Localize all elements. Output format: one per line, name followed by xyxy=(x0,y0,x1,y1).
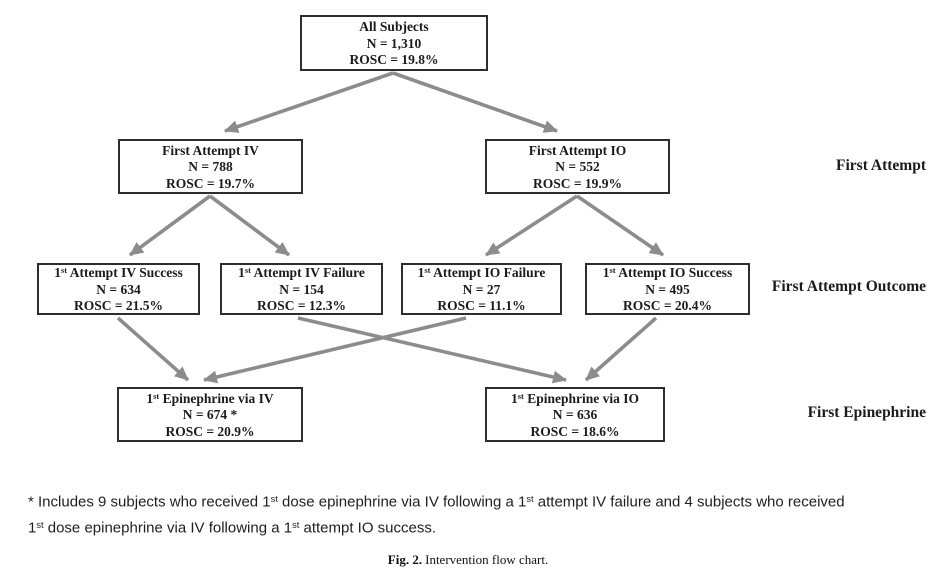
node-n: N = 154 xyxy=(279,281,324,297)
node-epi-iv: 1st Epinephrine via IV N = 674 * ROSC = … xyxy=(117,387,303,442)
node-io-failure: 1st Attempt IO Failure N = 27 ROSC = 11.… xyxy=(401,263,562,315)
node-title: 1st Attempt IV Failure xyxy=(238,265,365,281)
node-first-attempt-io: First Attempt IO N = 552 ROSC = 19.9% xyxy=(485,139,670,194)
node-n: N = 552 xyxy=(555,159,600,175)
arrow-iofailure-to-epiiv xyxy=(203,316,467,384)
node-rosc: ROSC = 12.3% xyxy=(256,298,347,314)
node-rosc: ROSC = 20.4% xyxy=(622,298,713,314)
figure-caption: Fig. 2.Intervention flow chart. xyxy=(0,552,936,568)
caption-text: Intervention flow chart. xyxy=(425,552,549,567)
node-title: All Subjects xyxy=(359,19,429,35)
arrow-io-to-success xyxy=(575,194,665,257)
node-n: N = 788 xyxy=(188,159,233,175)
node-rosc: ROSC = 21.5% xyxy=(73,298,164,314)
node-iv-success: 1st Attempt IV Success N = 634 ROSC = 21… xyxy=(37,263,200,315)
node-rosc: ROSC = 19.7% xyxy=(165,175,256,191)
arrow-all-to-io xyxy=(392,71,558,133)
node-title: 1st Epinephrine via IV xyxy=(146,390,274,406)
node-title: 1st Attempt IV Success xyxy=(54,265,183,281)
arrow-ivsuccess-to-epiiv xyxy=(116,316,190,382)
node-rosc: ROSC = 19.8% xyxy=(349,52,439,68)
arrow-ivfailure-to-epiio xyxy=(297,316,567,384)
row-label-first-attempt: First Attempt xyxy=(836,157,926,174)
node-n: N = 634 xyxy=(96,281,141,297)
node-title: First Attempt IO xyxy=(528,142,627,158)
node-title: 1st Attempt IO Success xyxy=(602,265,733,281)
node-rosc: ROSC = 11.1% xyxy=(437,298,526,314)
node-n: N = 495 xyxy=(645,281,690,297)
arrow-iosuccess-to-epiio xyxy=(584,316,658,382)
row-label-first-epinephrine: First Epinephrine xyxy=(807,404,926,421)
node-n: N = 636 xyxy=(552,407,598,423)
node-rosc: ROSC = 20.9% xyxy=(165,423,255,439)
node-rosc: ROSC = 18.6% xyxy=(530,423,620,439)
arrow-all-to-iv xyxy=(224,71,394,133)
footnote-line-2: 1st dose epinephrine via IV following a … xyxy=(28,519,437,537)
node-epi-io: 1st Epinephrine via IO N = 636 ROSC = 18… xyxy=(485,387,665,442)
node-iv-failure: 1st Attempt IV Failure N = 154 ROSC = 12… xyxy=(220,263,383,315)
arrow-io-to-failure xyxy=(485,194,578,257)
arrow-iv-to-success xyxy=(128,194,212,257)
footnote: * Includes 9 subjects who received 1st d… xyxy=(28,488,916,539)
node-n: N = 1,310 xyxy=(366,35,422,51)
node-rosc: ROSC = 19.9% xyxy=(532,175,623,191)
node-n: N = 674 * xyxy=(182,407,238,423)
row-label-first-attempt-outcome: First Attempt Outcome xyxy=(771,278,926,295)
node-title: First Attempt IV xyxy=(162,142,259,158)
arrow-iv-to-failure xyxy=(208,194,291,257)
caption-label: Fig. 2. xyxy=(387,552,423,567)
node-title: 1st Attempt IO Failure xyxy=(417,265,546,281)
node-io-success: 1st Attempt IO Success N = 495 ROSC = 20… xyxy=(585,263,750,315)
footnote-line-1: * Includes 9 subjects who received 1st d… xyxy=(28,493,845,511)
node-n: N = 27 xyxy=(462,281,501,297)
node-first-attempt-iv: First Attempt IV N = 788 ROSC = 19.7% xyxy=(118,139,303,194)
node-all-subjects: All Subjects N = 1,310 ROSC = 19.8% xyxy=(300,15,488,71)
node-title: 1st Epinephrine via IO xyxy=(511,390,639,406)
